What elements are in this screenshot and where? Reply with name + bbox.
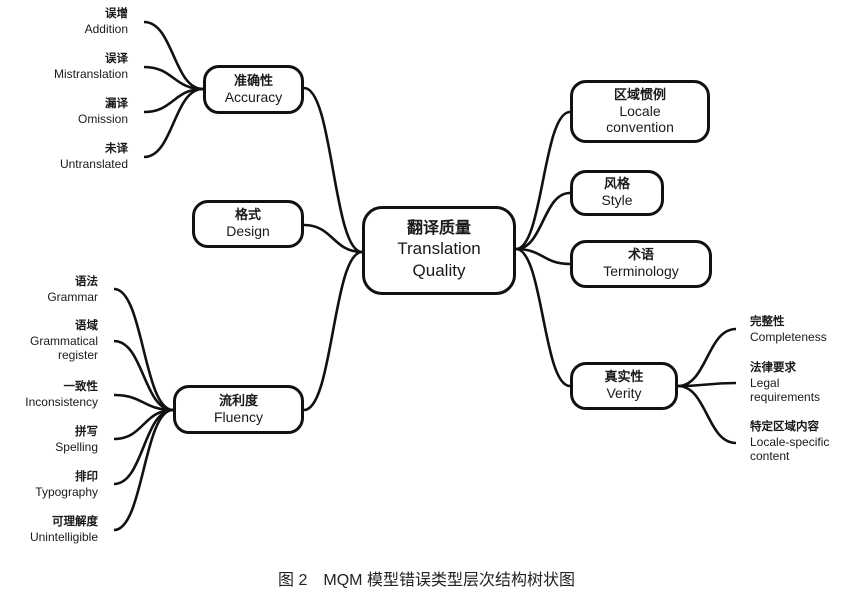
- root-label-en-1: Translation: [397, 239, 481, 259]
- style-label-en: Style: [601, 192, 633, 209]
- edge-verity-leaf-0: [677, 327, 737, 388]
- edge-verity-leaf-2: [677, 384, 737, 445]
- leaf-zh: 拼写: [75, 426, 98, 438]
- locale-label-zh: 区域惯例: [613, 86, 666, 102]
- terminology-label-en: Terminology: [603, 263, 679, 280]
- edge-accuracy-leaf-3: [143, 87, 204, 159]
- accuracy-label-zh: 准确性: [233, 72, 273, 88]
- node-design: 格式 Design: [192, 200, 304, 248]
- verity-label-zh: 真实性: [604, 369, 644, 385]
- node-style: 风格 Style: [570, 170, 664, 216]
- leaf-typography: 排印 Typography: [35, 471, 98, 499]
- terminology-label-zh: 术语: [627, 247, 654, 263]
- fluency-label-en: Fluency: [213, 408, 264, 425]
- leaf-zh: 误译: [105, 53, 128, 65]
- leaf-en: Inconsistency: [25, 394, 98, 409]
- edge-accuracy-leaf-0: [143, 20, 204, 91]
- root-label-en-2: Quality: [412, 260, 466, 280]
- leaf-en: Untranslated: [59, 156, 128, 171]
- leaf-addition: 误增 Addition: [85, 8, 128, 36]
- leaf-zh: 排印: [75, 471, 98, 483]
- leaf-mistranslation: 误译 Mistranslation: [54, 53, 128, 81]
- leaf-zh: 误增: [105, 8, 128, 20]
- edge-fluency-leaf-0: [113, 287, 174, 412]
- leaf-grammar: 语法 Grammar: [47, 276, 98, 304]
- leaf-untranslated: 未译 Untranslated: [60, 143, 128, 171]
- edge-root-locale: [515, 110, 571, 251]
- leaf-zh: 完整性: [750, 316, 785, 328]
- leaf-grammatical-register: 语域 Grammatical register: [30, 320, 98, 363]
- leaf-zh: 语法: [75, 276, 98, 288]
- leaf-locale-specific-content: 特定区域内容 Locale-specific content: [750, 421, 829, 464]
- edge-root-design: [303, 223, 363, 254]
- style-label-zh: 风格: [603, 176, 630, 192]
- node-terminology: 术语 Terminology: [570, 240, 712, 288]
- figure-caption: 图 2 MQM 模型错误类型层次结构树状图: [278, 572, 575, 589]
- leaf-inconsistency: 一致性 Inconsistency: [25, 381, 98, 409]
- root-node-translation-quality: 翻译质量 Translation Quality: [362, 206, 516, 295]
- edge-fluency-leaf-5: [113, 408, 174, 532]
- design-label-zh: 格式: [234, 207, 261, 223]
- leaf-en: Locale-specific: [750, 434, 830, 449]
- root-label-zh: 翻译质量: [406, 220, 471, 238]
- leaf-zh: 语域: [75, 320, 98, 332]
- leaf-zh: 漏译: [105, 98, 128, 110]
- leaf-en: Omission: [77, 111, 128, 126]
- node-fluency: 流利度 Fluency: [173, 385, 304, 434]
- leaf-en-2: register: [57, 348, 98, 363]
- leaf-en: Mistranslation: [53, 66, 128, 81]
- locale-label-en-1: Locale: [619, 102, 661, 119]
- accuracy-label-en: Accuracy: [224, 88, 283, 105]
- edge-root-verity: [515, 247, 571, 388]
- leaf-completeness: 完整性 Completeness: [750, 316, 827, 344]
- leaf-en: Grammar: [47, 289, 98, 304]
- leaf-en: Legal: [750, 375, 780, 390]
- verity-label-en: Verity: [606, 385, 642, 402]
- edge-fluency-leaf-1: [113, 339, 174, 412]
- leaf-en: Unintelligible: [29, 529, 98, 544]
- edge-root-terminology: [515, 247, 571, 266]
- leaf-unintelligible: 可理解度 Unintelligible: [30, 516, 98, 544]
- leaf-en: Completeness: [750, 329, 827, 344]
- leaf-en: Spelling: [55, 439, 98, 454]
- edge-root-fluency: [303, 250, 363, 412]
- leaf-zh: 法律要求: [750, 362, 796, 374]
- leaf-zh: 可理解度: [52, 516, 98, 528]
- leaf-zh: 一致性: [63, 381, 99, 393]
- design-label-en: Design: [226, 223, 270, 240]
- node-accuracy: 准确性 Accuracy: [203, 65, 304, 114]
- leaf-zh: 未译: [105, 143, 128, 155]
- leaf-en: Typography: [35, 484, 98, 499]
- locale-label-en-2: convention: [606, 118, 674, 135]
- leaf-zh: 特定区域内容: [750, 421, 819, 433]
- leaf-en-2: content: [750, 449, 790, 464]
- leaf-legal-requirements: 法律要求 Legal requirements: [750, 362, 820, 405]
- leaf-omission: 漏译 Omission: [78, 98, 128, 126]
- fluency-label-zh: 流利度: [218, 392, 258, 408]
- leaf-en: Addition: [84, 21, 128, 36]
- node-locale-convention: 区域惯例 Locale convention: [570, 80, 710, 143]
- leaf-en: Grammatical: [29, 333, 98, 348]
- edge-root-style: [515, 191, 571, 251]
- node-verity: 真实性 Verity: [570, 362, 678, 410]
- leaf-en-2: requirements: [750, 390, 821, 405]
- leaf-spelling: 拼写 Spelling: [55, 426, 98, 454]
- edge-root-accuracy: [303, 86, 363, 254]
